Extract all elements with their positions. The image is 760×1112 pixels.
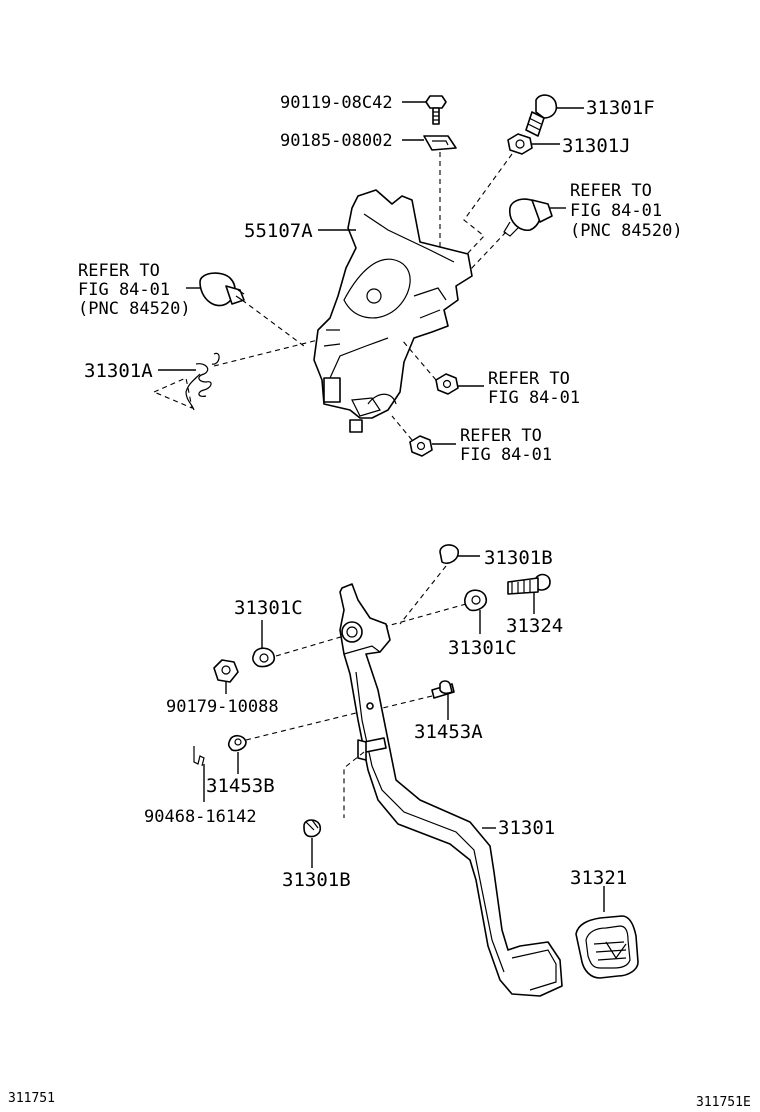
stop-lamp-switch-right-drawing bbox=[503, 198, 553, 237]
clip-nut-90185-drawing bbox=[423, 135, 457, 151]
ref-switch-left-line2: FIG 84-01 bbox=[78, 280, 170, 300]
bracket-55107A-drawing bbox=[313, 189, 473, 433]
ref-nut-lower-line2: FIG 84-01 bbox=[460, 445, 552, 465]
brake-pedal-31301-drawing bbox=[339, 583, 563, 997]
cushion-31301B-bottom-drawing bbox=[303, 819, 322, 838]
label-31301C-left: 31301C bbox=[234, 597, 303, 619]
label-90185: 90185-08002 bbox=[280, 131, 393, 151]
bolt-31324-drawing bbox=[507, 573, 551, 595]
bushing-31301C-left-drawing bbox=[252, 647, 276, 668]
label-31301F: 31301F bbox=[586, 97, 655, 119]
label-31301J: 31301J bbox=[562, 135, 631, 157]
nut-ref-lower-drawing bbox=[409, 435, 433, 457]
pedal-pad-31321-drawing bbox=[575, 915, 639, 979]
bolt-90119-drawing bbox=[425, 95, 447, 125]
nut-31301J-drawing bbox=[507, 133, 533, 155]
bushing-31301C-right-drawing bbox=[464, 589, 488, 612]
ref-switch-right-line1: REFER TO bbox=[570, 181, 652, 201]
label-31301A: 31301A bbox=[84, 360, 153, 382]
footer-code-left: 311751 bbox=[8, 1091, 55, 1106]
ref-switch-right-line3: (PNC 84520) bbox=[570, 221, 683, 241]
stopper-31301F-drawing bbox=[525, 94, 558, 137]
return-spring-31301A-drawing bbox=[185, 352, 220, 411]
footer-code-right: 311751E bbox=[696, 1095, 751, 1110]
bushing-31453B-drawing bbox=[227, 734, 247, 752]
cushion-31301B-top-drawing bbox=[439, 544, 459, 565]
label-31321: 31321 bbox=[570, 867, 627, 889]
ref-nut-upper-line1: REFER TO bbox=[488, 369, 570, 389]
label-31324: 31324 bbox=[506, 615, 563, 637]
clevis-pin-31453A-drawing bbox=[431, 680, 455, 699]
label-31301C-right: 31301C bbox=[448, 637, 517, 659]
clip-90468-drawing bbox=[193, 746, 205, 767]
nut-ref-upper-drawing bbox=[435, 373, 459, 395]
ref-switch-right-line2: FIG 84-01 bbox=[570, 201, 662, 221]
ref-nut-upper-line2: FIG 84-01 bbox=[488, 388, 580, 408]
label-31301B-bottom: 31301B bbox=[282, 869, 351, 891]
stop-lamp-switch-left-drawing bbox=[199, 272, 245, 307]
label-90468: 90468-16142 bbox=[144, 807, 257, 827]
ref-switch-left-line1: REFER TO bbox=[78, 261, 160, 281]
label-31301B-top: 31301B bbox=[484, 547, 553, 569]
label-90179: 90179-10088 bbox=[166, 697, 279, 717]
label-31453B: 31453B bbox=[206, 775, 275, 797]
label-31301: 31301 bbox=[498, 817, 555, 839]
label-90119: 90119-08C42 bbox=[280, 93, 393, 113]
nut-90179-drawing bbox=[213, 659, 239, 683]
ref-nut-lower-line1: REFER TO bbox=[460, 426, 542, 446]
label-31453A: 31453A bbox=[414, 721, 483, 743]
ref-switch-left-line3: (PNC 84520) bbox=[78, 299, 191, 319]
label-55107A: 55107A bbox=[244, 220, 313, 242]
